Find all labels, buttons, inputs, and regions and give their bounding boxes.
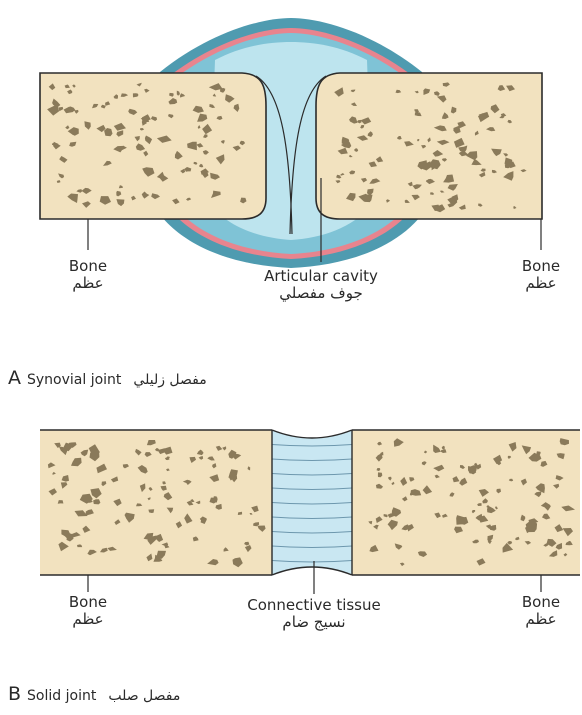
caption-letter: A — [8, 367, 21, 389]
caption-en: Solid joint — [27, 688, 96, 704]
caption-letter: B — [8, 683, 21, 705]
label-bone-ar: عظم — [505, 275, 577, 292]
label-tissue-ar: نسيج ضام — [226, 614, 402, 631]
bone-left-b — [40, 430, 272, 575]
caption-b: B Solid joint مفصل صلب — [8, 683, 180, 705]
label-bone-en: Bone — [505, 594, 577, 611]
caption-ar: مفصل زليلي — [133, 372, 206, 388]
label-bone-ar: عظم — [52, 275, 124, 292]
trabecula-speck — [93, 499, 100, 504]
label-bone-ar: عظم — [52, 611, 124, 628]
label-bone-right-a: Bone عظم — [505, 258, 577, 292]
label-bone-right-b: Bone عظم — [505, 594, 577, 628]
label-cavity-ar: جوف مفصلي — [246, 285, 396, 302]
synovial-joint-figure — [40, 18, 542, 268]
connective-tissue — [272, 430, 352, 575]
caption-ar: مفصل صلب — [108, 688, 180, 704]
solid-joint-figure — [40, 430, 580, 594]
label-bone-en: Bone — [505, 258, 577, 275]
caption-a: A Synovial joint مفصل زليلي — [8, 367, 207, 389]
label-cavity-en: Articular cavity — [246, 268, 396, 285]
label-articular-cavity: Articular cavity جوف مفصلي — [246, 268, 396, 302]
label-bone-en: Bone — [52, 594, 124, 611]
label-bone-ar: عظم — [505, 611, 577, 628]
label-bone-left-a: Bone عظم — [52, 258, 124, 292]
label-bone-left-b: Bone عظم — [52, 594, 124, 628]
label-connective-tissue: Connective tissue نسيج ضام — [226, 597, 402, 631]
caption-en: Synovial joint — [27, 372, 121, 388]
label-tissue-en: Connective tissue — [226, 597, 402, 614]
label-bone-en: Bone — [52, 258, 124, 275]
